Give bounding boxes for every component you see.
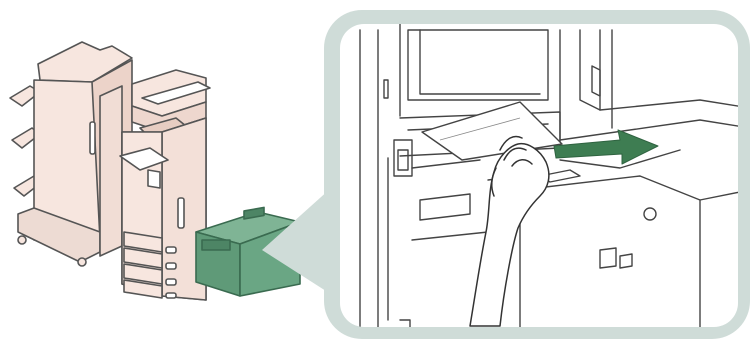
multifunction-printer-icon: [10, 42, 210, 300]
